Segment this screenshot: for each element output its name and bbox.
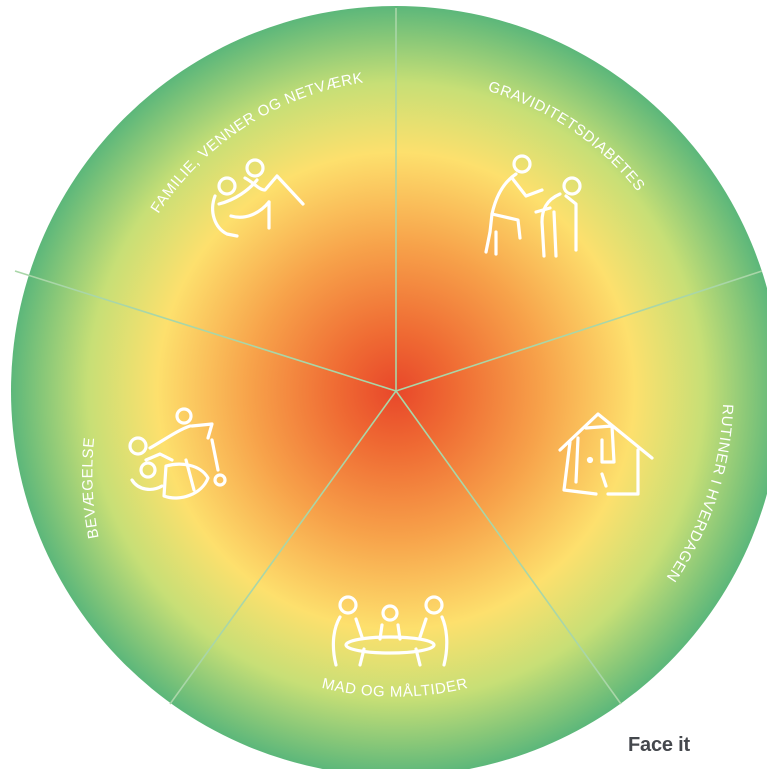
segment-divider xyxy=(14,270,397,392)
stroller-walk-icon xyxy=(128,407,227,500)
segment-label-exercise: BEVÆGELSE xyxy=(79,436,102,540)
faceit-logo: Face it xyxy=(628,734,690,756)
family-meal-icon xyxy=(331,595,449,667)
wheel-background xyxy=(11,6,767,769)
doctor-patient-icon xyxy=(484,154,582,258)
segment-label-exercise-text: BEVÆGELSE xyxy=(79,436,102,540)
house-icon xyxy=(558,412,654,496)
segment-divider xyxy=(395,270,763,392)
segment-divider xyxy=(169,390,397,705)
segment-divider xyxy=(395,390,622,705)
hug-icon xyxy=(211,158,305,238)
